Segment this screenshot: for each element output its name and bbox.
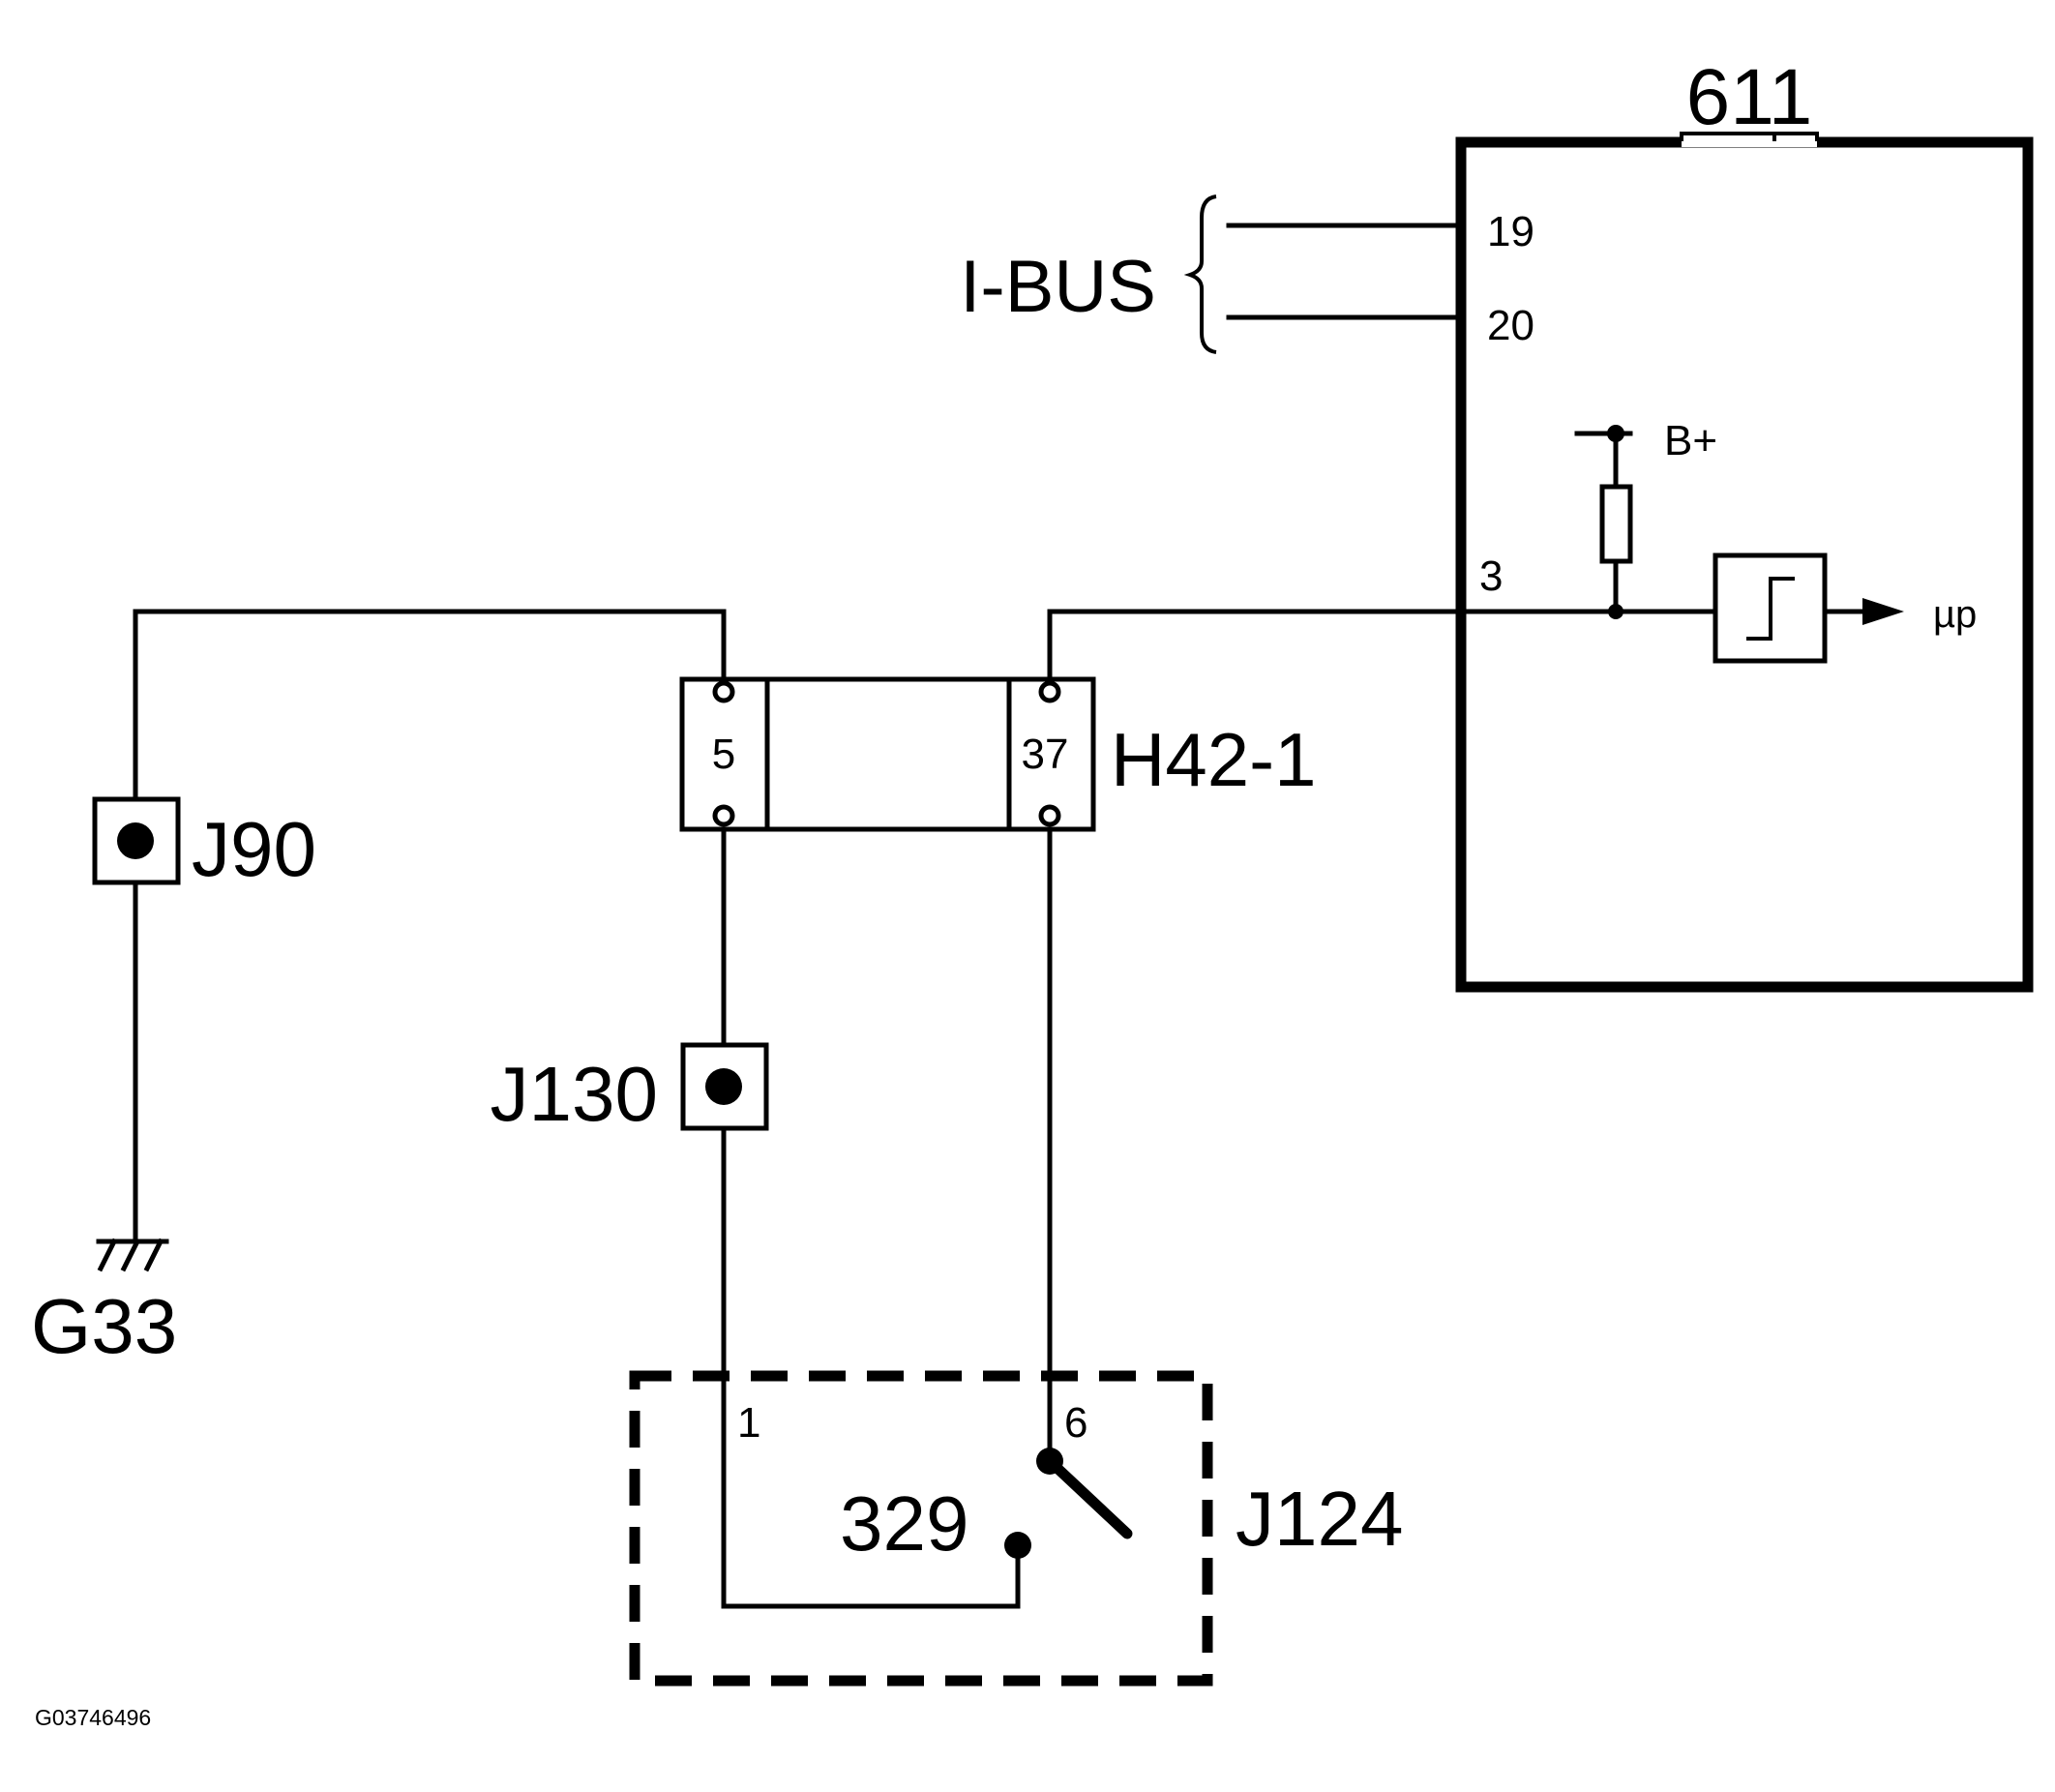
splice-j90: J90	[92, 796, 316, 892]
splice-j90-label: J90	[192, 806, 316, 892]
i-bus-brace	[1183, 194, 1217, 354]
schmitt-trigger-symbol	[1746, 577, 1795, 641]
switch-fixed-contact	[1004, 1532, 1031, 1559]
figure-id: G03746496	[35, 1705, 151, 1730]
module-internal-circuit: B+ µp 3	[1479, 417, 1977, 664]
splice-j130-label: J130	[491, 1051, 658, 1137]
pin-5-top-terminal	[712, 680, 735, 703]
switch-contact-arm	[1044, 1455, 1133, 1539]
switch-329-dashed-housing	[629, 1370, 1213, 1687]
pin-19-label: 19	[1487, 208, 1534, 255]
splice-j130: J130	[491, 1042, 769, 1137]
wire-h42-37-to-module-pin-3	[1047, 609, 1718, 682]
b-plus-label: B+	[1664, 417, 1717, 464]
wire-g33-to-h42-5	[133, 609, 727, 1241]
connector-h42-1-body	[679, 676, 1096, 832]
pin-5-bottom-terminal	[712, 804, 735, 827]
pin-37-top-terminal	[1038, 680, 1061, 703]
output-arrow	[1862, 598, 1904, 625]
switch-pin-1-label: 1	[737, 1399, 760, 1447]
connector-pin-37-label: 37	[1022, 731, 1069, 778]
switch-component-id: 329	[840, 1480, 968, 1567]
switch-connector-label: J124	[1236, 1476, 1403, 1562]
pin-20-label: 20	[1487, 302, 1534, 349]
ground-hatch	[97, 1238, 164, 1272]
ground-g33: G33	[31, 1238, 177, 1369]
i-bus-label: I-BUS	[960, 246, 1156, 328]
pin-3-label: 3	[1479, 553, 1503, 600]
output-label: µp	[1933, 593, 1977, 636]
module-611-label-bracket	[1680, 132, 1819, 141]
connector-h42-1: 5 37 H42-1	[679, 676, 1316, 832]
pin-37-bottom-terminal	[1038, 804, 1061, 827]
connector-pin-5-label: 5	[712, 731, 735, 778]
splice-j90-dot	[117, 822, 154, 859]
switch-pin-6-label: 6	[1064, 1399, 1087, 1447]
module-611-id: 611	[1686, 53, 1813, 141]
pull-up-resistor	[1599, 484, 1633, 564]
connector-h42-1-dividers	[764, 676, 1012, 832]
switch-pivot	[1036, 1448, 1063, 1475]
module-611: 611	[1455, 53, 2034, 993]
connector-id: H42-1	[1111, 717, 1316, 802]
wire-h42-5-to-switch	[721, 813, 1021, 1609]
wires	[133, 609, 1718, 1609]
module-611-label-gap	[1682, 126, 1817, 147]
splice-j130-dot	[705, 1068, 742, 1105]
switch-329: 1 6 329 J124	[629, 1370, 1403, 1687]
ground-label: G33	[31, 1283, 177, 1369]
i-bus: I-BUS 19 20	[960, 194, 1534, 354]
